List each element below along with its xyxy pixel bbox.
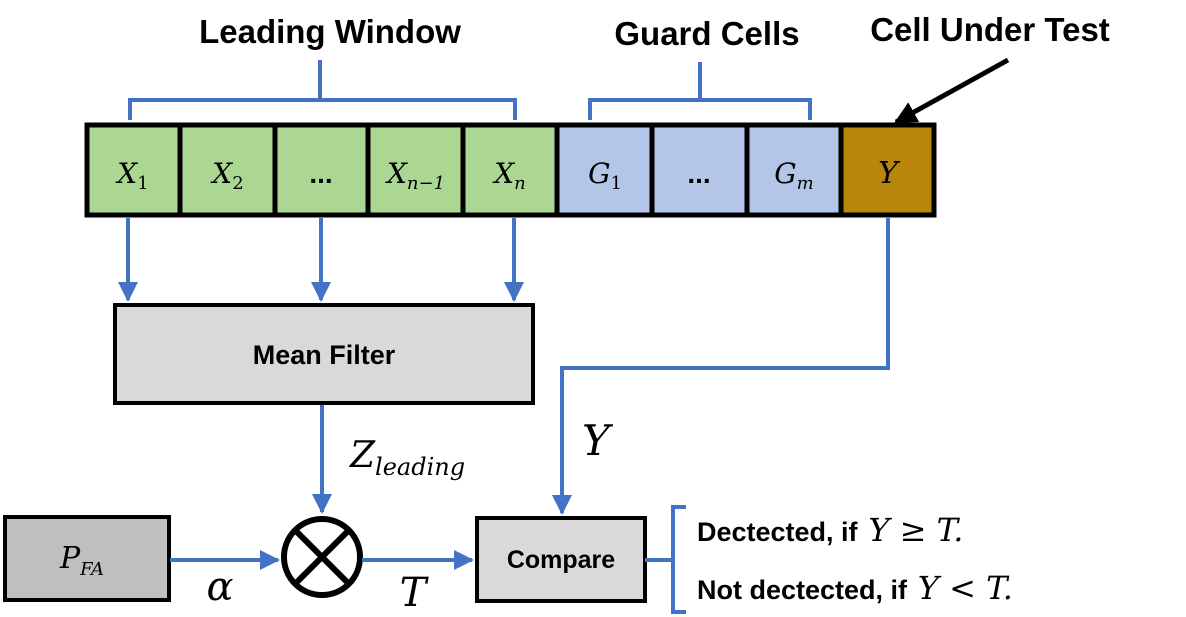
cell-x-n1 (365, 122, 466, 218)
mean-filter-block (113, 303, 535, 405)
leading-window-label: Leading Window (199, 13, 461, 50)
guard-cells-brace (588, 62, 812, 120)
z-leading-label: Zleading (349, 435, 465, 481)
guard-cells-label: Guard Cells (614, 15, 799, 52)
cell-g1 (554, 122, 655, 218)
cell-g1-label: G1 (588, 157, 622, 194)
cell-y-label: Y (878, 156, 901, 191)
outcome-not-detected: Not dectected, if Y < T. (697, 569, 1013, 607)
multiplier-node (281, 516, 363, 598)
pfa-block (3, 515, 171, 602)
cell-g-dots-label: ... (687, 158, 710, 189)
y-signal-path (552, 218, 890, 515)
compare-label: Compare (507, 546, 615, 574)
mean-filter-label: Mean Filter (253, 340, 396, 370)
outcome-bracket (671, 505, 686, 614)
compare-block (475, 516, 647, 603)
cell-x2 (177, 122, 278, 218)
cell-x2-label: X2 (210, 157, 243, 194)
cell-x-n1-label: Xn−1 (385, 157, 445, 194)
leading-window-brace (128, 60, 517, 120)
cell-x-dots (272, 122, 371, 218)
cell-x-n-label: Xn (492, 157, 526, 194)
cell-under-test-label: Cell Under Test (870, 11, 1110, 48)
cell-x-dots-label: ... (309, 158, 332, 189)
pfa-label: PFA (59, 541, 104, 580)
y-signal-label: Y (582, 416, 614, 465)
outcome-detected: Dectected, if Y ≥ T. (697, 511, 963, 549)
alpha-label: α (206, 564, 233, 610)
cell-gm (744, 122, 844, 218)
cell-y (838, 122, 937, 218)
cell-gm-label: Gm (774, 157, 813, 194)
cut-pointer-arrow (894, 57, 1010, 125)
cell-x1 (84, 122, 183, 218)
cells-row: X1 X2 ... Xn−1 Xn G1 ... Gm Y (84, 122, 937, 218)
cell-x1-label: X1 (115, 157, 148, 194)
threshold-label: T (400, 570, 430, 616)
